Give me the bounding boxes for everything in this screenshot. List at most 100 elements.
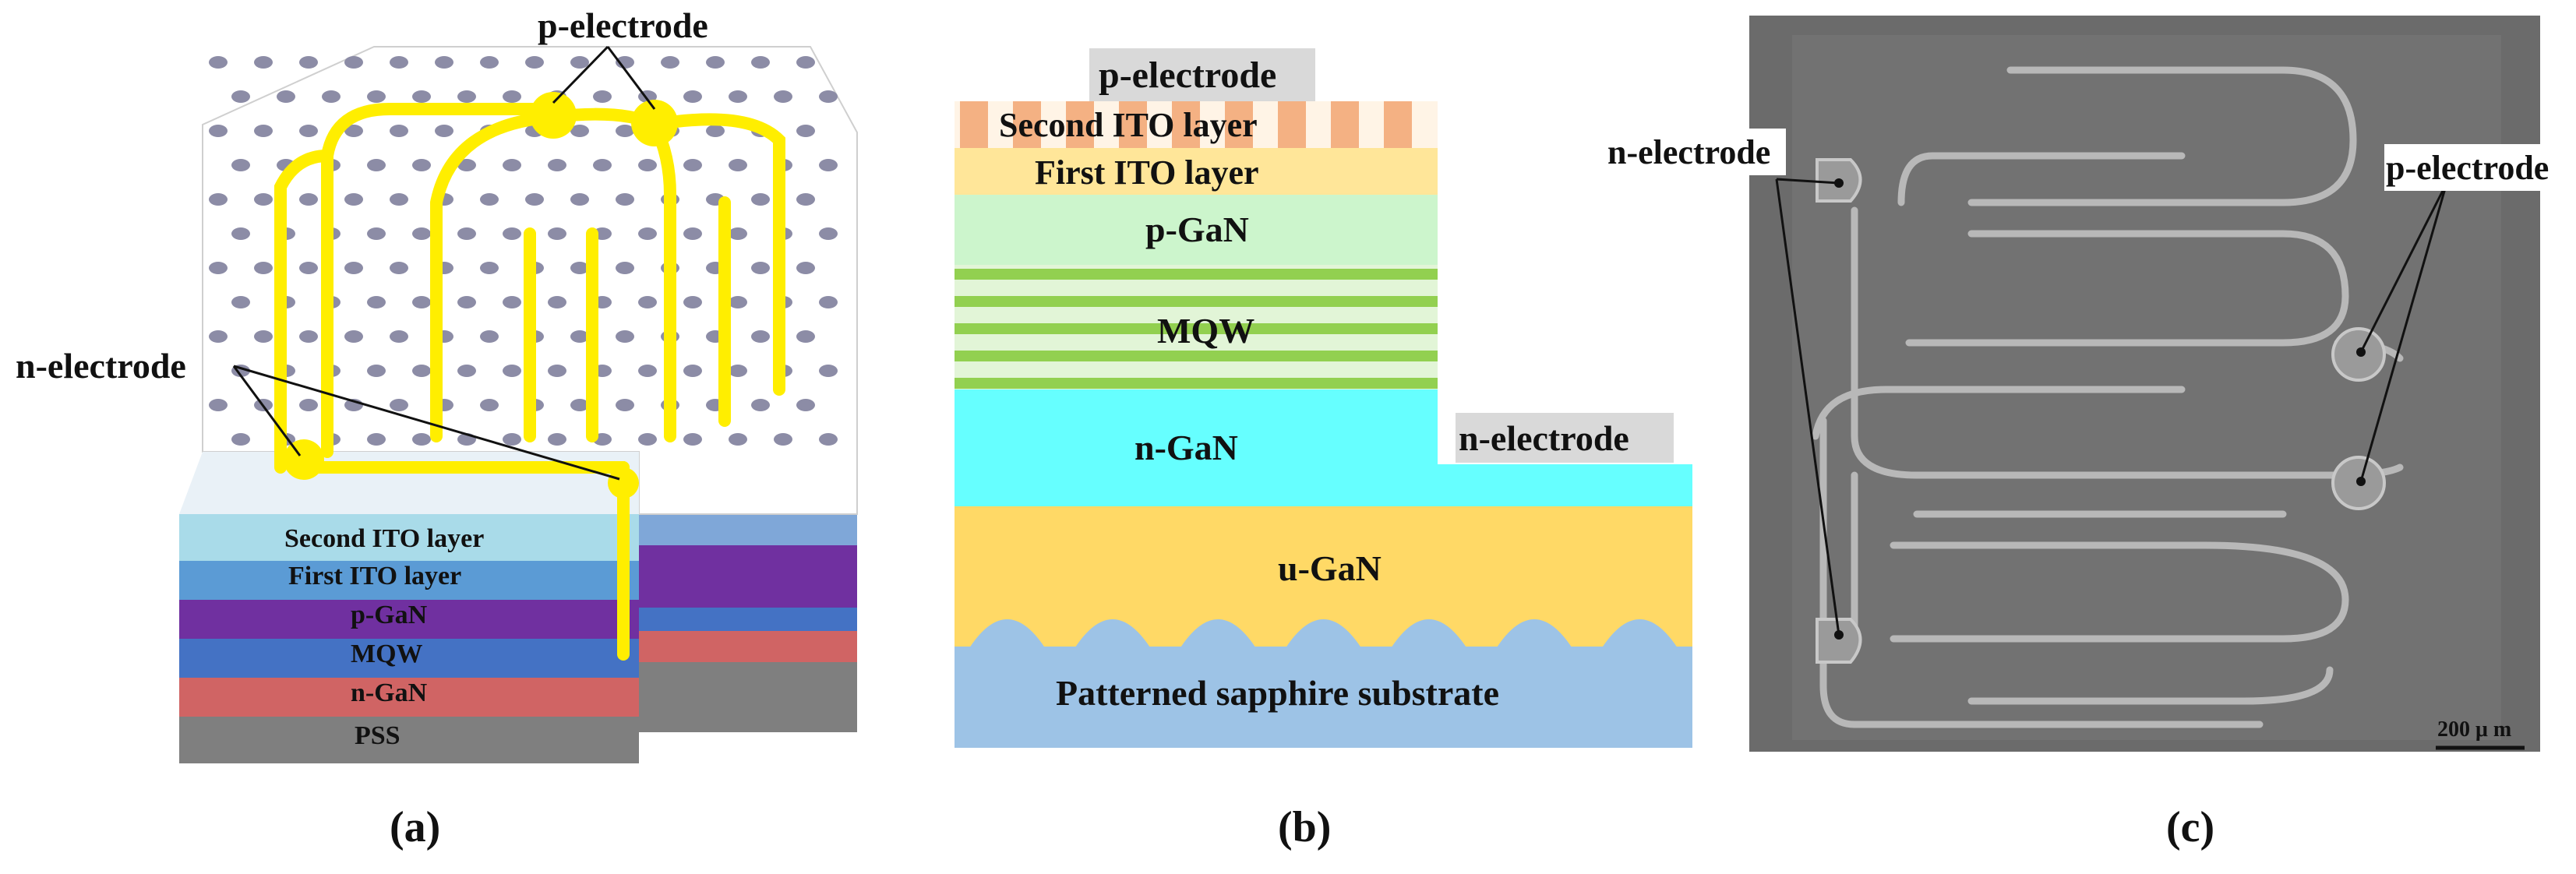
surface-hole	[751, 330, 770, 343]
surface-hole	[480, 262, 499, 274]
surface-hole	[616, 193, 634, 206]
surface-hole	[209, 193, 228, 206]
surface-hole	[322, 90, 341, 103]
surface-hole	[661, 56, 679, 69]
second-ito-bar	[960, 101, 988, 148]
surface-hole	[570, 56, 589, 69]
surface-hole	[367, 227, 386, 240]
surface-hole	[231, 296, 250, 308]
surface-hole	[525, 56, 544, 69]
surface-hole	[774, 433, 792, 446]
surface-hole	[412, 296, 431, 308]
surface-hole	[638, 296, 657, 308]
surface-hole	[209, 262, 228, 274]
surface-hole	[480, 56, 499, 69]
surface-hole	[231, 159, 250, 171]
surface-hole	[299, 330, 318, 343]
surface-hole	[457, 159, 476, 171]
b-ngan-label: n-GaN	[1134, 428, 1238, 467]
surface-hole	[231, 90, 250, 103]
surface-hole	[819, 296, 838, 308]
p-pad-2	[631, 100, 678, 146]
surface-hole	[570, 125, 589, 137]
surface-hole	[751, 56, 770, 69]
surface-hole	[209, 56, 228, 69]
surface-hole	[299, 399, 318, 411]
surface-hole	[344, 193, 363, 206]
second-ito-bar	[1013, 101, 1041, 148]
b-n-electrode-box	[1456, 413, 1674, 463]
surface-hole	[299, 125, 318, 137]
n-pad-right	[608, 467, 639, 499]
c-dot-p-top	[2356, 347, 2366, 357]
surface-hole	[277, 90, 295, 103]
surface-hole	[367, 90, 386, 103]
surface-hole	[729, 227, 747, 240]
surface-hole	[457, 296, 476, 308]
surface-hole	[751, 262, 770, 274]
c-scale-bar-label: 200 μ m	[2437, 717, 2511, 742]
b-ugan-layer	[955, 506, 1692, 647]
surface-hole	[593, 90, 612, 103]
surface-hole	[616, 56, 634, 69]
surface-hole	[367, 365, 386, 377]
surface-hole	[412, 433, 431, 446]
surface-hole	[412, 90, 431, 103]
second-ito-bar	[1384, 101, 1412, 148]
surface-hole	[344, 330, 363, 343]
a-p-electrode-label: p-electrode	[538, 5, 708, 45]
surface-hole	[638, 159, 657, 171]
front-layer-stack	[179, 452, 639, 763]
surface-hole	[390, 399, 408, 411]
surface-hole	[729, 296, 747, 308]
c-p-label-bg	[2384, 144, 2571, 191]
surface-hole	[299, 262, 318, 274]
panel-a-3d-diagram: p-electrode n-electrode Second ITO layer…	[16, 5, 858, 851]
surface-hole	[435, 56, 453, 69]
surface-hole	[457, 90, 476, 103]
surface-hole	[548, 296, 566, 308]
a-layer-first-ito: First ITO layer	[288, 562, 461, 590]
surface-hole	[299, 56, 318, 69]
surface-hole	[796, 399, 815, 411]
surface-hole	[819, 227, 838, 240]
surface-hole	[683, 296, 702, 308]
c-dot-n-bottom	[1834, 630, 1844, 640]
surface-hole	[209, 125, 228, 137]
surface-hole	[548, 365, 566, 377]
c-p-electrode-label: p-electrode	[2386, 149, 2549, 187]
a-layer-second-ito: Second ITO layer	[284, 524, 484, 553]
surface-hole	[254, 193, 273, 206]
surface-hole	[796, 330, 815, 343]
second-ito-bars	[955, 101, 1438, 148]
b-p-electrode-box	[1089, 48, 1315, 101]
surface-hole	[683, 365, 702, 377]
surface-hole	[548, 159, 566, 171]
caption-c: (c)	[2166, 803, 2214, 851]
p-electrode-fingers	[274, 103, 785, 474]
a-layer-ngan: n-GaN	[351, 678, 428, 707]
surface-hole	[706, 56, 725, 69]
surface-hole	[367, 296, 386, 308]
surface-hole	[819, 365, 838, 377]
b-second-ito-label: Second ITO layer	[999, 106, 1258, 144]
a-leader-lines	[232, 45, 656, 481]
caption-a: (a)	[390, 803, 440, 851]
surface-holes	[209, 56, 838, 446]
surface-hole	[729, 159, 747, 171]
surface-hole	[570, 399, 589, 411]
surface-hole	[412, 227, 431, 240]
surface-hole	[796, 193, 815, 206]
surface-hole	[819, 159, 838, 171]
caption-b: (b)	[1278, 803, 1331, 851]
surface-hole	[593, 159, 612, 171]
surface-hole	[390, 125, 408, 137]
surface-hole	[774, 90, 792, 103]
b-mqw-stack	[955, 265, 1438, 389]
c-leader-lines	[1775, 178, 2448, 636]
c-n-pad-bottom	[1816, 618, 1862, 664]
surface-hole	[254, 262, 273, 274]
b-first-ito-layer	[955, 148, 1438, 195]
surface-hole	[638, 365, 657, 377]
surface-hole	[209, 399, 228, 411]
